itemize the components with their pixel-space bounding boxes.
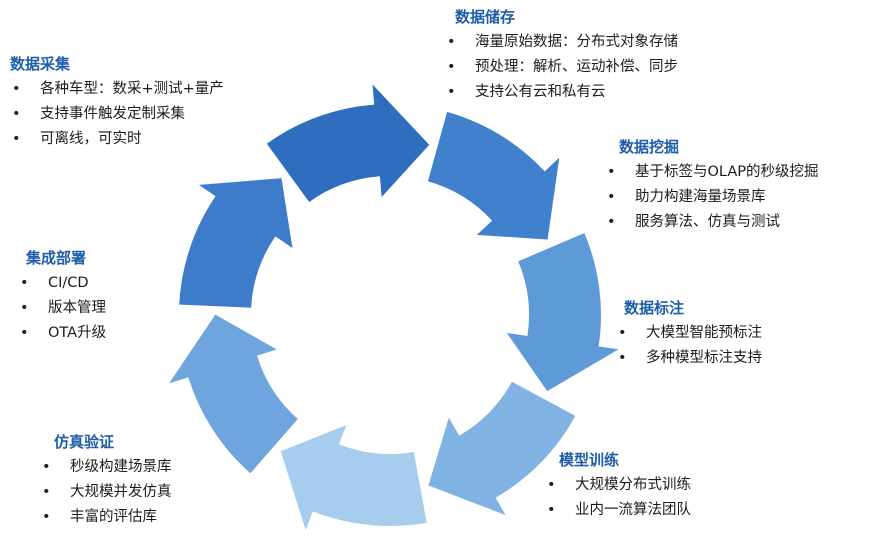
list-item: 预处理：解析、运动补偿、同步 [445,55,678,80]
block-title: 数据储存 [455,8,516,26]
block-collect: 数据采集 各种车型：数采+测试+量产 支持事件触发定制采集 可离线，可实时 [10,54,224,152]
list-item: CI/CD [18,271,106,296]
block-title: 仿真验证 [54,433,115,451]
arrow-segment-mining [502,230,625,394]
list-item: 大规模并发仿真 [40,480,172,505]
block-simulate: 仿真验证 秒级构建场景库 大规模并发仿真 丰富的评估库 [40,432,172,530]
list-item: 服务算法、仿真与测试 [605,210,819,235]
list-item: 大规模分布式训练 [545,473,691,498]
block-list: 大规模分布式训练 业内一流算法团队 [545,473,691,523]
list-item: 支持公有云和私有云 [445,80,678,105]
list-item: 支持事件触发定制采集 [10,102,224,127]
block-title: 数据采集 [10,55,71,73]
block-title: 模型训练 [559,451,620,469]
block-train: 模型训练 大规模分布式训练 业内一流算法团队 [545,450,691,523]
arrow-segment-deploy [177,176,296,310]
block-list: CI/CD 版本管理 OTA升级 [18,271,106,346]
block-list: 各种车型：数采+测试+量产 支持事件触发定制采集 可离线，可实时 [10,77,224,152]
list-item: 业内一流算法团队 [545,498,691,523]
list-item: 可离线，可实时 [10,127,224,152]
block-list: 基于标签与OLAP的秒级挖掘 助力构建海量场景库 服务算法、仿真与测试 [605,160,819,235]
list-item: 基于标签与OLAP的秒级挖掘 [605,160,819,185]
list-item: 秒级构建场景库 [40,455,172,480]
arrow-segment-annotate [425,379,579,520]
block-title: 集成部署 [26,249,87,267]
block-title: 数据挖掘 [619,138,680,156]
block-title: 数据标注 [624,299,685,317]
list-item: OTA升级 [18,321,106,346]
list-item: 版本管理 [18,296,106,321]
block-list: 海量原始数据：分布式对象存储 预处理：解析、运动补偿、同步 支持公有云和私有云 [445,30,678,105]
block-list: 大模型智能预标注 多种模型标注支持 [616,321,762,371]
arrow-segment-storage [425,109,563,242]
list-item: 大模型智能预标注 [616,321,762,346]
arrow-segment-train [278,421,430,537]
block-annotate: 数据标注 大模型智能预标注 多种模型标注支持 [616,298,762,371]
list-item: 各种车型：数采+测试+量产 [10,77,224,102]
list-item: 多种模型标注支持 [616,346,762,371]
arrow-segment-simulate [164,311,301,477]
list-item: 丰富的评估库 [40,505,172,530]
block-list: 秒级构建场景库 大规模并发仿真 丰富的评估库 [40,455,172,530]
list-item: 助力构建海量场景库 [605,185,819,210]
block-mining: 数据挖掘 基于标签与OLAP的秒级挖掘 助力构建海量场景库 服务算法、仿真与测试 [605,137,819,235]
block-storage: 数据储存 海量原始数据：分布式对象存储 预处理：解析、运动补偿、同步 支持公有云… [445,7,678,105]
arrow-segment-collect [264,78,432,205]
list-item: 海量原始数据：分布式对象存储 [445,30,678,55]
block-deploy: 集成部署 CI/CD 版本管理 OTA升级 [18,248,106,346]
